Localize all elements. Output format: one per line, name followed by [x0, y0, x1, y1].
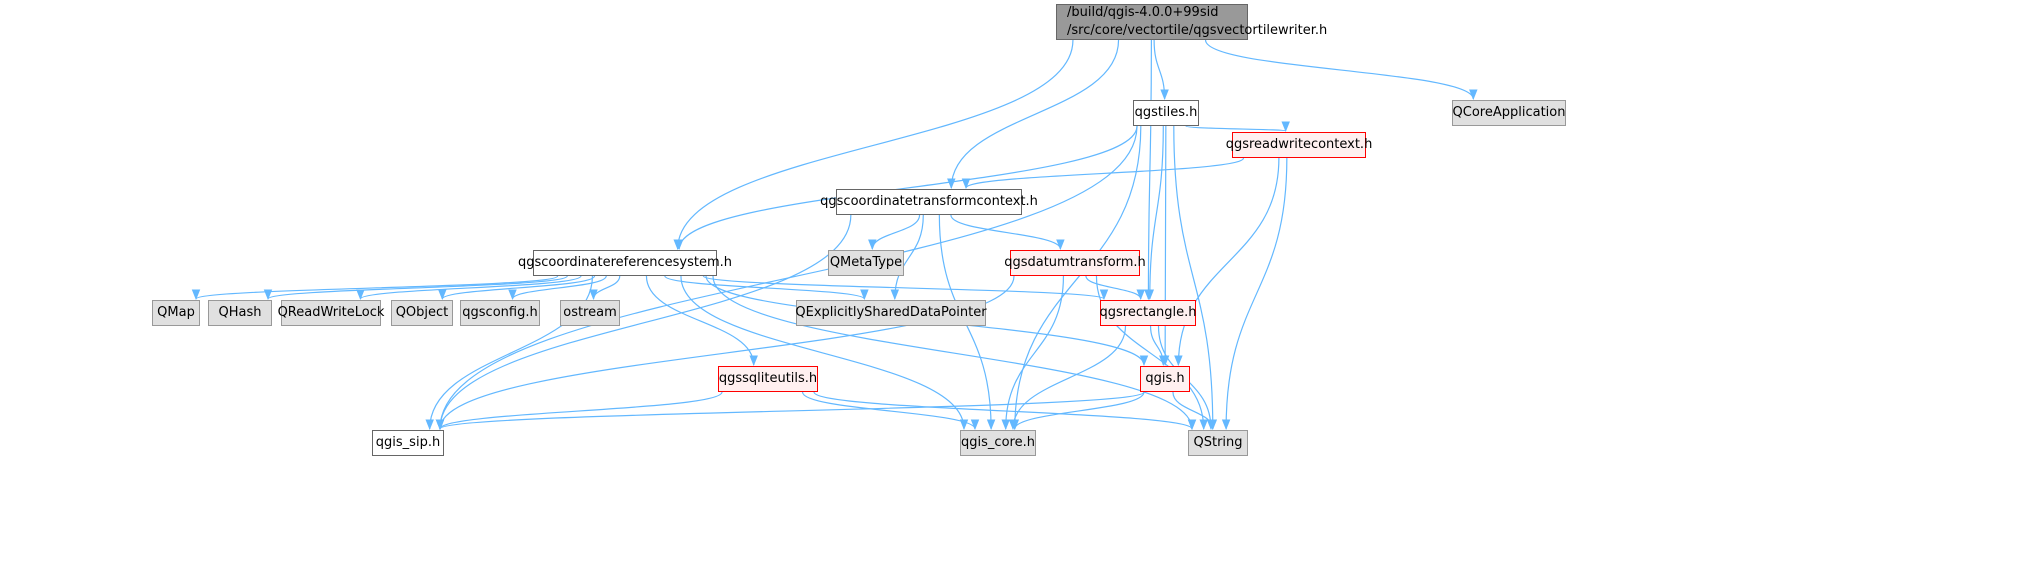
edge-readwrite-to-transformctx [961, 157, 1245, 190]
node-label: ostream [563, 305, 617, 320]
edge-crs-to-qhash [263, 275, 568, 301]
node-root[interactable]: /build/qgis-4.0.0+99sid /src/core/vector… [1056, 4, 1327, 40]
node-ostream[interactable]: ostream [560, 300, 620, 326]
node-readwrite[interactable]: qgsreadwritecontext.h [1226, 132, 1372, 158]
node-qmap[interactable]: QMap [152, 300, 200, 326]
node-label: QObject [395, 305, 449, 320]
node-label: qgssqliteutils.h [718, 371, 818, 386]
edge-transformctx-to-qmetatype [868, 214, 921, 251]
node-label: QMetaType [829, 255, 903, 270]
node-sqlite[interactable]: qgssqliteutils.h [718, 366, 818, 392]
node-qexplicit[interactable]: QExplicitlySharedDataPointer [795, 300, 987, 326]
node-label: /build/qgis-4.0.0+99sid /src/core/vector… [1067, 5, 1328, 38]
edge-root-to-crs [673, 39, 1074, 251]
edge-qgstiles-to-crs [674, 125, 1138, 251]
node-transformctx[interactable]: qgscoordinatetransformcontext.h [820, 189, 1038, 215]
edge-crs-to-qmap [192, 275, 559, 301]
edge-crs-to-qgiscore [680, 275, 969, 431]
edge-readwrite-to-qgis [1174, 157, 1280, 367]
edge-crs-to-qobject [438, 275, 596, 301]
node-label: qgsconfig.h [462, 305, 538, 320]
node-datum[interactable]: qgsdatumtransform.h [1004, 250, 1146, 276]
node-label: QCoreApplication [1452, 105, 1566, 120]
edge-qgstiles-to-rectangle [1145, 125, 1164, 301]
node-rectangle[interactable]: qgsrectangle.h [1099, 300, 1197, 326]
edge-qgstiles-to-qgiscore [1010, 125, 1142, 431]
node-label: QReadWriteLock [277, 305, 385, 320]
edge-qgis-to-qstring [1172, 391, 1217, 431]
node-qgissip[interactable]: qgis_sip.h [372, 430, 444, 456]
node-label: qgscoordinatereferencesystem.h [517, 255, 733, 270]
node-label: qgsreadwritecontext.h [1225, 137, 1373, 152]
node-qrwlock[interactable]: QReadWriteLock [278, 300, 384, 326]
node-label: qgis_sip.h [375, 435, 441, 450]
node-qhash[interactable]: QHash [208, 300, 272, 326]
node-label: QMap [157, 305, 195, 320]
node-qgiscore[interactable]: qgis_core.h [960, 430, 1036, 456]
edge-crs-to-ostream [589, 275, 621, 301]
edge-rectangle-to-qgis [1149, 325, 1168, 367]
edge-sqlite-to-qgiscore [801, 391, 980, 431]
edge-qgis-to-qgiscore [1010, 391, 1145, 431]
node-label: qgis_core.h [961, 435, 1035, 450]
node-qgis[interactable]: qgis.h [1140, 366, 1190, 392]
edge-qgstiles-to-readwrite [1185, 121, 1290, 133]
edge-root-to-transformctx [947, 39, 1120, 190]
edge-crs-to-qgsconfig [508, 275, 607, 301]
edge-datum-to-qgissip [435, 275, 1015, 431]
node-label: qgsdatumtransform.h [1004, 255, 1146, 270]
edge-sqlite-to-qstring [813, 391, 1197, 431]
edge-sqlite-to-qgissip [435, 391, 723, 431]
edge-datum-to-qgiscore [1001, 275, 1065, 431]
edge-crs-to-sqlite [645, 275, 758, 367]
edge-transformctx-to-datum [950, 214, 1065, 251]
node-label: QExplicitlySharedDataPointer [795, 305, 987, 320]
edge-root-to-rectangle [1144, 39, 1153, 301]
node-crs[interactable]: qgscoordinatereferencesystem.h [518, 250, 732, 276]
node-qmetatype[interactable]: QMetaType [828, 250, 904, 276]
node-label: qgis.h [1145, 371, 1185, 386]
node-label: QString [1193, 435, 1243, 450]
node-qobject[interactable]: QObject [391, 300, 453, 326]
edge-root-to-qcoreapp [1204, 39, 1478, 101]
edge-crs-to-rectangle [702, 275, 1108, 301]
edge-crs-to-qgissip [425, 275, 594, 431]
node-label: qgsrectangle.h [1099, 305, 1197, 320]
node-qgstiles[interactable]: qgstiles.h [1133, 100, 1199, 126]
node-qcoreapp[interactable]: QCoreApplication [1452, 100, 1566, 126]
edge-qgstiles-to-qstring [1173, 125, 1218, 431]
edge-qgstiles-to-qgis [1160, 125, 1170, 367]
edge-rectangle-to-qgiscore [1008, 325, 1127, 431]
node-label: qgscoordinatetransformcontext.h [820, 194, 1038, 209]
edge-qgis-to-qgissip [436, 391, 1145, 431]
edge-root-to-qgstiles [1153, 39, 1169, 101]
edge-datum-to-rectangle [1085, 275, 1145, 301]
node-label: QHash [218, 305, 262, 320]
node-qgsconfig[interactable]: qgsconfig.h [460, 300, 540, 326]
edge-crs-to-qstring [712, 275, 1197, 431]
edge-crs-to-qexplicit [664, 275, 869, 301]
edge-crs-to-qrwlock [356, 275, 582, 301]
node-label: qgstiles.h [1134, 105, 1198, 120]
node-qstring[interactable]: QString [1188, 430, 1248, 456]
edge-readwrite-to-qstring [1221, 157, 1288, 431]
